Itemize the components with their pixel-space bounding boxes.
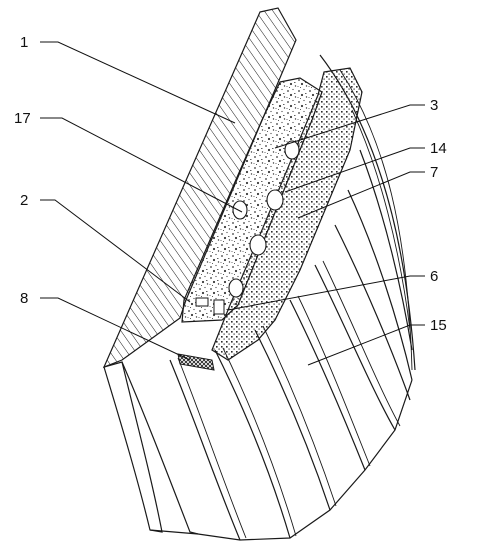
label-2: 2 [20, 192, 28, 209]
label-14: 14 [430, 140, 447, 157]
channel-holes [228, 140, 300, 298]
label-7: 7 [430, 164, 438, 181]
speckled-core [181, 77, 323, 323]
leader-lines [40, 41, 425, 366]
seal-strip-8 [177, 353, 215, 371]
label-6: 6 [430, 268, 438, 285]
label-17: 17 [14, 110, 31, 127]
label-1: 1 [20, 34, 28, 51]
label-8: 8 [20, 290, 28, 307]
connector-6 [213, 299, 225, 315]
curved-shell [103, 54, 416, 541]
label-15: 15 [430, 317, 447, 334]
label-3: 3 [430, 97, 438, 114]
connector-2 [195, 297, 209, 307]
